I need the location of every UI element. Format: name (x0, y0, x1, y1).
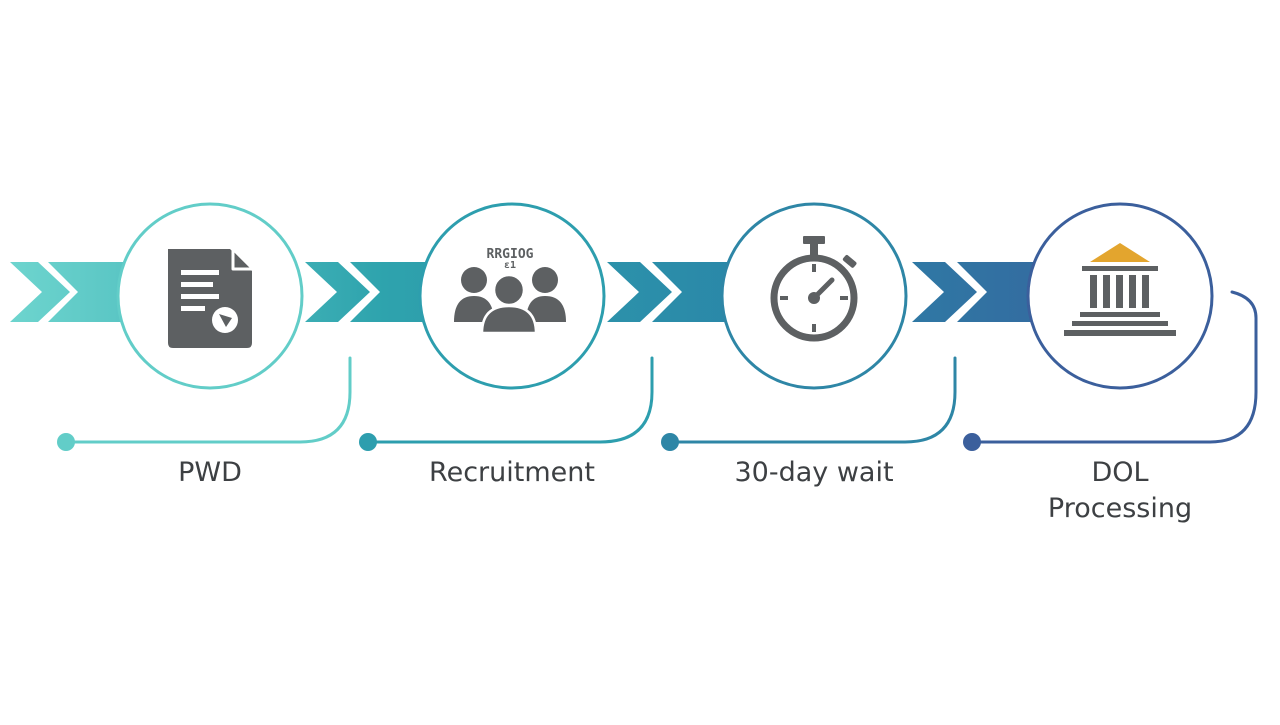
arrow-segment-4 (607, 262, 672, 322)
connector-dol (970, 290, 1258, 444)
connector-wait (668, 356, 957, 444)
step-label-line: Processing (1047, 493, 1193, 524)
step-label-line: 30-day wait (734, 457, 894, 488)
step-label-line: DOL (1091, 457, 1149, 488)
stopwatch-icon (770, 236, 858, 342)
people-group-icon: RRGIOG ɛ1 (454, 247, 566, 335)
government-building-icon (1064, 243, 1176, 336)
arrow-segment-6 (912, 262, 977, 322)
connector-pwd (64, 356, 352, 444)
connector-recruitment (366, 356, 654, 444)
step-label-wait: 30-day wait (694, 455, 934, 491)
arrow-segment-5 (652, 262, 732, 322)
leading-chevron (10, 262, 70, 322)
band-arrows (10, 262, 1035, 322)
connector-dot-pwd (57, 433, 75, 451)
document-check-icon (168, 247, 255, 348)
building-roof (1090, 243, 1150, 262)
step-label-line: Recruitment (429, 457, 595, 488)
step-label-recruitment: Recruitment (392, 455, 632, 491)
icon-caption: RRGIOG (487, 247, 534, 262)
connector-dot-wait (661, 433, 679, 451)
icon-subcaption: ɛ1 (504, 260, 516, 271)
step-label-dol: DOL Processing (1000, 455, 1240, 527)
connector-dots (57, 433, 981, 451)
connectors (64, 290, 1258, 444)
connector-dot-dol (963, 433, 981, 451)
arrow-segment-7 (957, 262, 1035, 322)
arrow-segment-2 (305, 262, 370, 322)
step-label-pwd: PWD (110, 455, 310, 491)
step-label-line: PWD (178, 457, 242, 488)
arrow-segment-3 (350, 262, 430, 322)
connector-dot-recruitment (359, 433, 377, 451)
arrow-segment-1 (48, 262, 130, 322)
